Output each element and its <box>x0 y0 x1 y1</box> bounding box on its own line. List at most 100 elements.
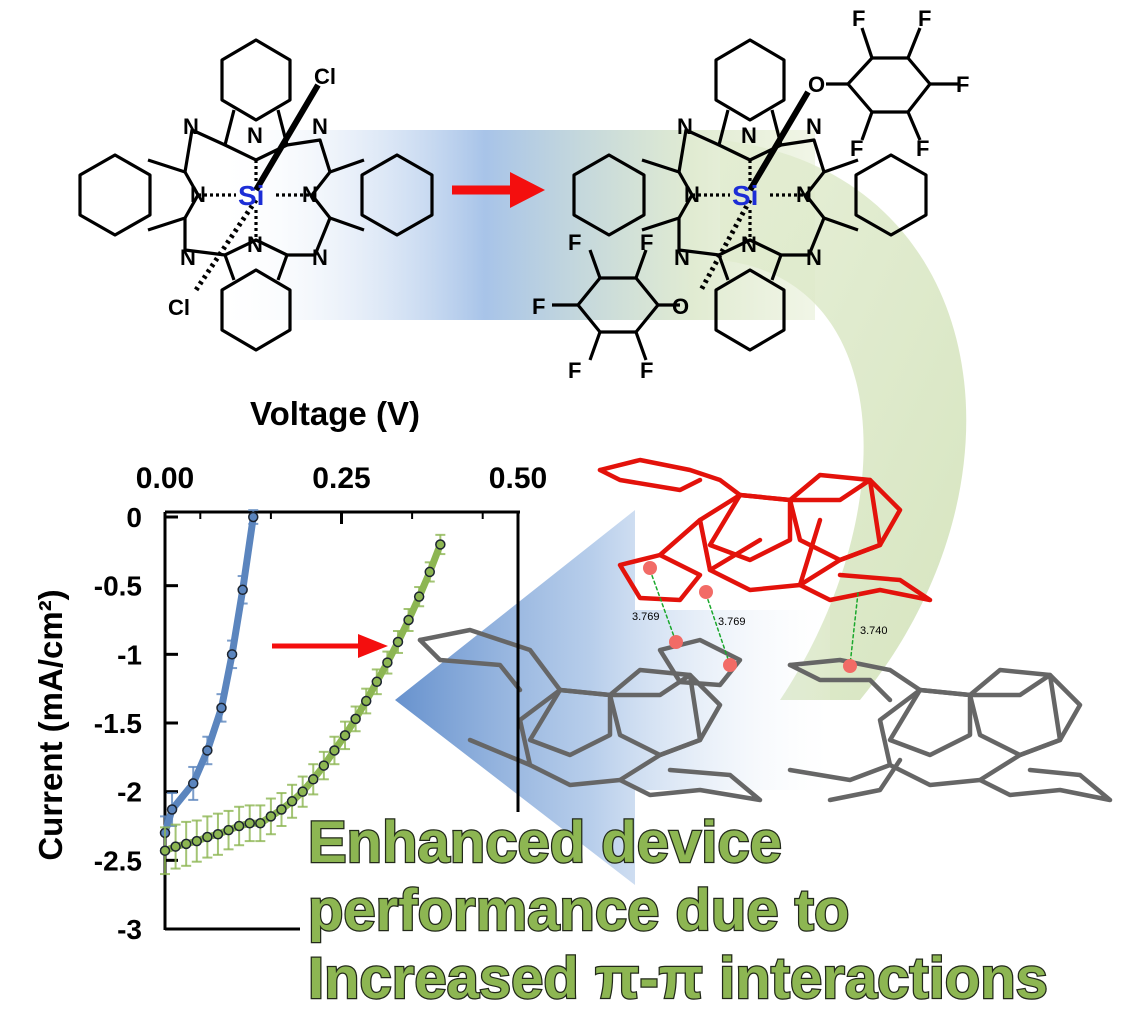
right-n-label: N <box>674 245 690 270</box>
right-n-label: N <box>741 232 757 257</box>
shift-arrow <box>272 634 388 658</box>
gray-molecule-right <box>787 657 1113 803</box>
x-tick-label: 0.25 <box>312 462 370 495</box>
right-n-label: N <box>806 114 822 139</box>
red-molecule <box>597 457 933 603</box>
sipc-ophf5-structure <box>552 27 958 361</box>
data-series <box>159 509 446 876</box>
data-point <box>202 831 213 843</box>
data-point <box>413 591 425 602</box>
data-point <box>286 796 298 807</box>
y-axis-title: Current (mA/cm²) <box>32 589 69 860</box>
data-point <box>187 778 199 789</box>
x-tick-label: 0.50 <box>489 462 547 495</box>
data-point <box>233 820 245 832</box>
data-point <box>424 566 435 578</box>
left-n-label: N <box>180 245 196 270</box>
data-point <box>371 676 383 688</box>
right-f-label: F <box>640 358 653 383</box>
y-tick-label: -3 <box>117 914 142 945</box>
left-si-label: Si <box>238 180 264 211</box>
data-point <box>180 838 192 850</box>
left-cl-top-label: Cl <box>314 64 336 89</box>
right-n-label: N <box>806 245 822 270</box>
gray-molecule-left <box>417 627 763 803</box>
right-n-label: N <box>677 114 693 139</box>
right-atom-labels: Si O O F F F F F F F F F F N N N N N N N… <box>532 6 969 383</box>
right-f-label: F <box>640 230 653 255</box>
data-point <box>244 818 255 829</box>
right-f-label: F <box>916 136 929 161</box>
right-f-label: F <box>568 230 581 255</box>
transition-band <box>215 130 815 320</box>
data-point <box>276 804 287 815</box>
right-f-label: F <box>852 6 865 31</box>
data-point <box>202 745 213 756</box>
series-line <box>161 513 257 837</box>
series-1 <box>159 533 446 876</box>
data-point <box>212 828 224 840</box>
right-si-label: Si <box>732 180 758 211</box>
right-n-label: N <box>684 182 700 207</box>
contact-atoms <box>643 561 857 673</box>
distance-label: 3.769 <box>718 616 746 628</box>
data-point <box>350 713 361 725</box>
curved-green-arrow <box>720 140 967 700</box>
right-f-label: F <box>568 358 581 383</box>
left-n-label: N <box>312 114 328 139</box>
right-o-label: O <box>808 72 825 97</box>
data-point <box>226 649 238 660</box>
right-f-label: F <box>956 72 969 97</box>
pi-contact-lines <box>649 569 859 666</box>
data-point <box>308 774 319 785</box>
data-point <box>318 760 330 771</box>
x-axis-title: Voltage (V) <box>250 395 420 432</box>
left-n-label: N <box>312 245 328 270</box>
left-n-label: N <box>247 123 263 148</box>
data-point <box>297 786 308 797</box>
crystal-packing: 3.769 3.769 3.740 <box>417 457 1113 803</box>
left-atom-labels: Si Cl Cl N N N N N N N N <box>168 64 336 320</box>
y-tick-label: -2 <box>117 777 142 808</box>
right-f-label: F <box>532 294 545 319</box>
caption-line-2: performance due to <box>308 878 849 943</box>
y-tick-label: -1 <box>117 639 142 670</box>
data-point <box>191 835 203 847</box>
right-f-label: F <box>918 6 931 31</box>
left-n-label: N <box>190 182 206 207</box>
right-o-label: O <box>672 294 689 319</box>
y-tick-label: 0 <box>126 502 142 533</box>
data-point <box>255 818 266 829</box>
data-point <box>265 811 277 822</box>
caption: Enhanced device performance due to Incre… <box>307 809 1049 1013</box>
left-n-label: N <box>247 232 263 257</box>
data-point <box>166 804 178 815</box>
data-point <box>159 845 171 856</box>
data-point <box>392 636 404 648</box>
data-point <box>216 702 227 714</box>
y-tick-label: -2.5 <box>94 845 142 876</box>
data-point <box>360 695 372 707</box>
reaction-arrow <box>452 172 545 208</box>
series-0 <box>159 509 259 851</box>
caption-line-3: Increased π-π interactions <box>308 946 1048 1011</box>
data-point <box>237 584 248 596</box>
data-point <box>435 539 446 550</box>
data-point <box>248 511 259 523</box>
right-n-label: N <box>741 123 757 148</box>
data-point <box>329 745 340 756</box>
left-n-label: N <box>302 182 318 207</box>
y-tick-label: -0.5 <box>94 571 142 602</box>
distance-label: 3.769 <box>632 611 660 623</box>
data-point <box>170 841 181 852</box>
left-n-label: N <box>183 114 199 139</box>
caption-line-1: Enhanced device <box>308 810 782 875</box>
right-f-label: F <box>850 136 863 161</box>
data-point <box>403 614 414 626</box>
y-tick-label: -1.5 <box>94 708 142 739</box>
sipc-cl2-structure <box>78 38 434 352</box>
